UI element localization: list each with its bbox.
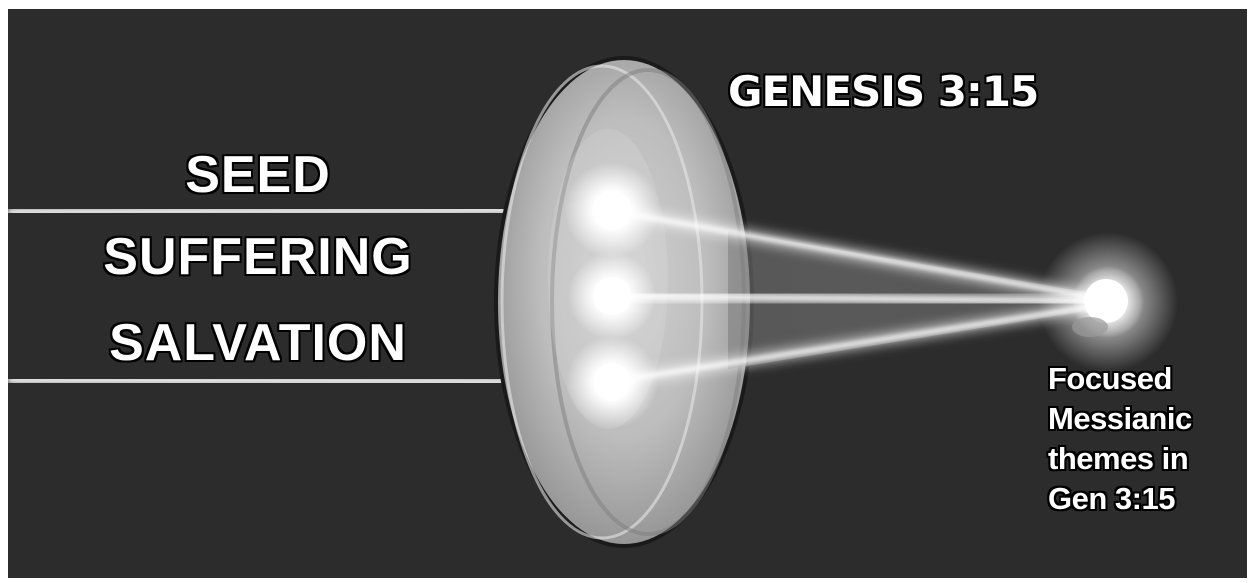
caption-line: Messianic xyxy=(1048,399,1192,439)
caption-line: themes in xyxy=(1048,439,1192,479)
theme-suffering: SUFFERING xyxy=(78,227,438,287)
focal-point xyxy=(1038,232,1178,372)
caption-line: Focused xyxy=(1048,359,1192,399)
page-title: GENESIS 3:15 xyxy=(728,67,1038,116)
theme-seed: SEED xyxy=(78,145,438,205)
illustration-panel: GENESIS 3:15 SEED SUFFERING SALVATION Fo… xyxy=(8,9,1247,578)
caption-line: Gen 3:15 xyxy=(1048,479,1192,519)
lens-light-points xyxy=(564,162,660,428)
focus-caption: Focused Messianic themes in Gen 3:15 xyxy=(1048,359,1192,519)
theme-salvation: SALVATION xyxy=(78,313,438,373)
